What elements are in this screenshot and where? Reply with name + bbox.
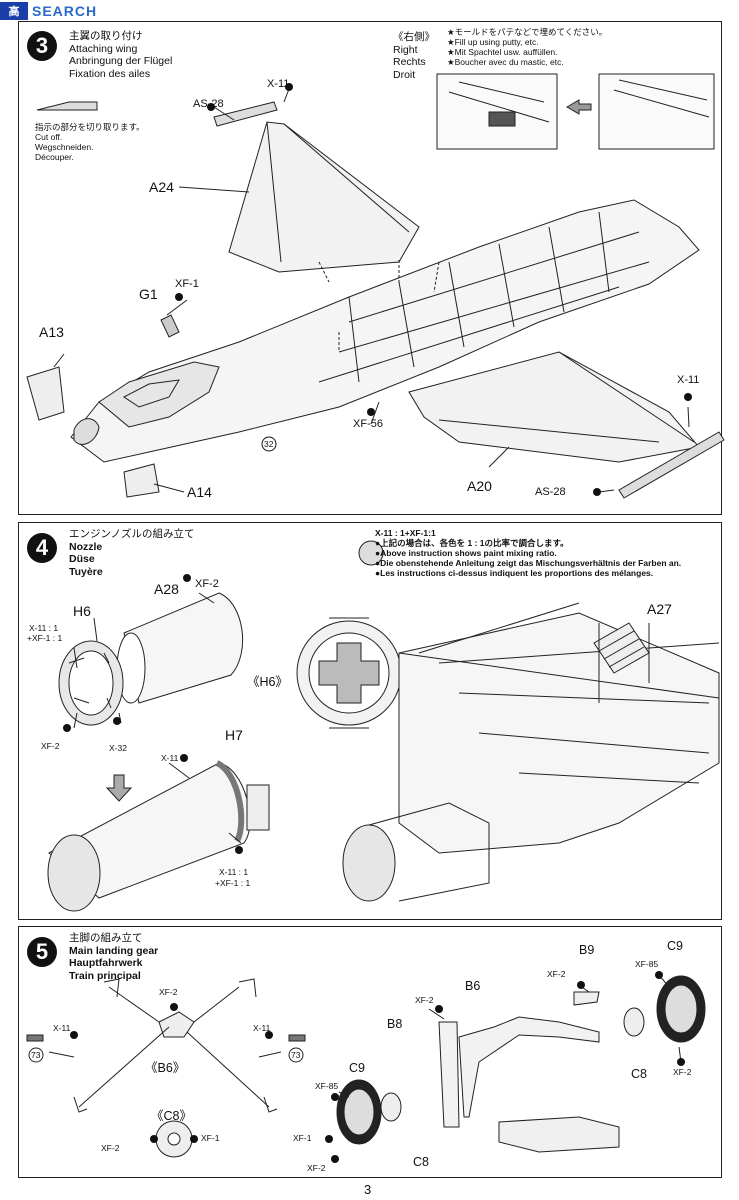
mix-fr: ●Les instructions ci-dessus indiquent le… [375,568,654,578]
label-x11-left: X-11 [53,1023,71,1033]
part-g1: G1 [139,286,158,302]
label-xf2-c8: XF-2 [101,1143,120,1153]
label-xf2-right: XF-2 [673,1067,692,1077]
step4-panel: 4 エンジンノズルの組み立て Nozzle Düse Tuyère X-11 :… [18,522,722,920]
step5-panel: 5 主脚の組み立て Main landing gear Hauptfahrwer… [18,926,722,1178]
part-h6-detail: 《H6》 [247,675,288,689]
label-x11-h7: X-11 [161,753,179,763]
label-x11-mix2: X-11 : 1 [219,867,249,877]
label-as28-bottom: AS-28 [535,486,566,498]
label-xf85-left: XF-85 [315,1081,339,1091]
label-xf2-a28: XF-2 [195,578,219,590]
cut-ja: 指示の部分を切り取ります。 [35,122,145,132]
step3-title: 主翼の取り付け Attaching wing Anbringung der Fl… [69,30,172,80]
part-c9-left: C9 [349,1061,365,1075]
label-x11-mix: X-11 : 1 [29,623,59,633]
part-a13: A13 [39,324,64,340]
step3-putty-note: ★モールドをパテなどで埋めてください。 ★Fill up using putty… [447,27,607,67]
part-b9: B9 [579,943,595,957]
cut-de: Wegschneiden. [35,142,94,152]
part-a27: A27 [647,601,672,617]
step3-panel: 3 主翼の取り付け Attaching wing Anbringung der … [18,21,725,515]
label-xf1-c8: XF-1 [201,1133,220,1143]
step3-title-en: Attaching wing [69,42,138,55]
label-xf2-b9: XF-2 [547,969,566,979]
step5-title: 主脚の組み立て Main landing gear Hauptfahrwerk … [69,932,158,982]
label-xf1-mix: +XF-1 : 1 [27,633,63,643]
step3-side-en: Right [393,43,418,56]
label-x11-right: X-11 [677,374,700,386]
step3-drawing [26,73,725,499]
step3-title-ja: 主翼の取り付け [69,30,143,42]
step3-side-de: Rechts [393,56,426,68]
step4-title: エンジンノズルの組み立て Nozzle Düse Tuyère [69,528,194,578]
putty-en: ★Fill up using putty, etc. [447,37,539,47]
label-xf2-h6: XF-2 [41,741,60,751]
label-xf56: XF-56 [353,418,383,430]
part-c8-left: C8 [413,1155,429,1169]
putty-ja: ★モールドをパテなどで埋めてください。 [447,27,608,37]
label-xf1-left: XF-1 [293,1133,312,1143]
part-b6-detail: 《B6》 [145,1061,186,1075]
step4-number: 4 [27,533,57,563]
part-a28: A28 [154,581,179,597]
label-xf1: XF-1 [175,278,199,290]
mix-de: ●Die obenstehende Anleitung zeigt das Mi… [375,558,682,568]
cut-fr: Découper. [35,152,74,162]
step4-title-de: Düse [69,553,95,565]
part-c8-right: C8 [631,1067,647,1081]
putty-fr: ★Boucher avec du mastic, etc. [447,57,564,67]
step5-title-de: Hauptfahrwerk [69,957,143,969]
label-x32: X-32 [109,743,127,753]
step4-drawing [47,540,720,912]
step5-number: 5 [27,937,57,967]
step5-title-ja: 主脚の組み立て [69,932,143,944]
ref-73-left: 73 [31,1050,41,1060]
part-a24: A24 [149,179,174,195]
label-x11-right: X-11 [253,1023,271,1033]
step5-title-en: Main landing gear [69,944,159,957]
mix-en: ●Above instruction shows paint mixing ra… [375,548,557,558]
step3-title-fr: Fixation des ailes [69,67,151,80]
mix-ratio: X-11 : 1+XF-1:1 [375,528,436,538]
part-b8: B8 [387,1017,403,1031]
step4-mix-note: X-11 : 1+XF-1:1 ●上記の場合は、各色を 1 : 1の比率で調合し… [375,528,681,578]
step3-title-de: Anbringung der Flügel [69,55,173,67]
part-c9-right: C9 [667,939,683,953]
part-b6: B6 [465,979,481,993]
part-h6: H6 [73,603,91,619]
part-a14: A14 [187,484,212,500]
label-as28-top: AS-28 [193,98,224,110]
step3-side: 《右側》 Right Rechts Droit [393,31,435,81]
watermark-badge: 高 [0,2,28,20]
watermark: 高 SEARCH [0,0,97,22]
label-xf2-left: XF-2 [307,1163,326,1173]
page-number: 3 [364,1182,372,1197]
ref-73-right: 73 [291,1050,301,1060]
label-x11-top: X-11 [267,78,290,90]
cut-en: Cut off. [35,132,63,142]
label-xf2-top: XF-2 [159,987,178,997]
step5-title-fr: Train principal [69,969,141,982]
watermark-text: SEARCH [32,3,98,19]
step4-title-fr: Tuyère [69,565,103,578]
label-xf2-b8: XF-2 [415,995,434,1005]
mix-ja: ●上記の場合は、各色を 1 : 1の比率で調合します。 [375,538,569,548]
step3-side-fr: Droit [393,68,416,81]
step3-side-ja: 《右側》 [393,31,435,43]
part-c8-detail: 《C8》 [151,1109,192,1123]
part-h7: H7 [225,727,243,743]
part-a20: A20 [467,478,492,494]
label-xf1-mix2: +XF-1 : 1 [215,878,251,888]
putty-de: ★Mit Spachtel usw. auffüllen. [447,47,558,57]
step5-drawing [26,971,706,1163]
ref-32: 32 [264,439,274,449]
step4-title-en: Nozzle [69,540,103,553]
label-xf85-right: XF-85 [635,959,659,969]
step3-number: 3 [27,31,57,61]
step3-cut-note: 指示の部分を切り取ります。 Cut off. Wegschneiden. Déc… [35,122,145,162]
step4-title-ja: エンジンノズルの組み立て [69,528,195,540]
